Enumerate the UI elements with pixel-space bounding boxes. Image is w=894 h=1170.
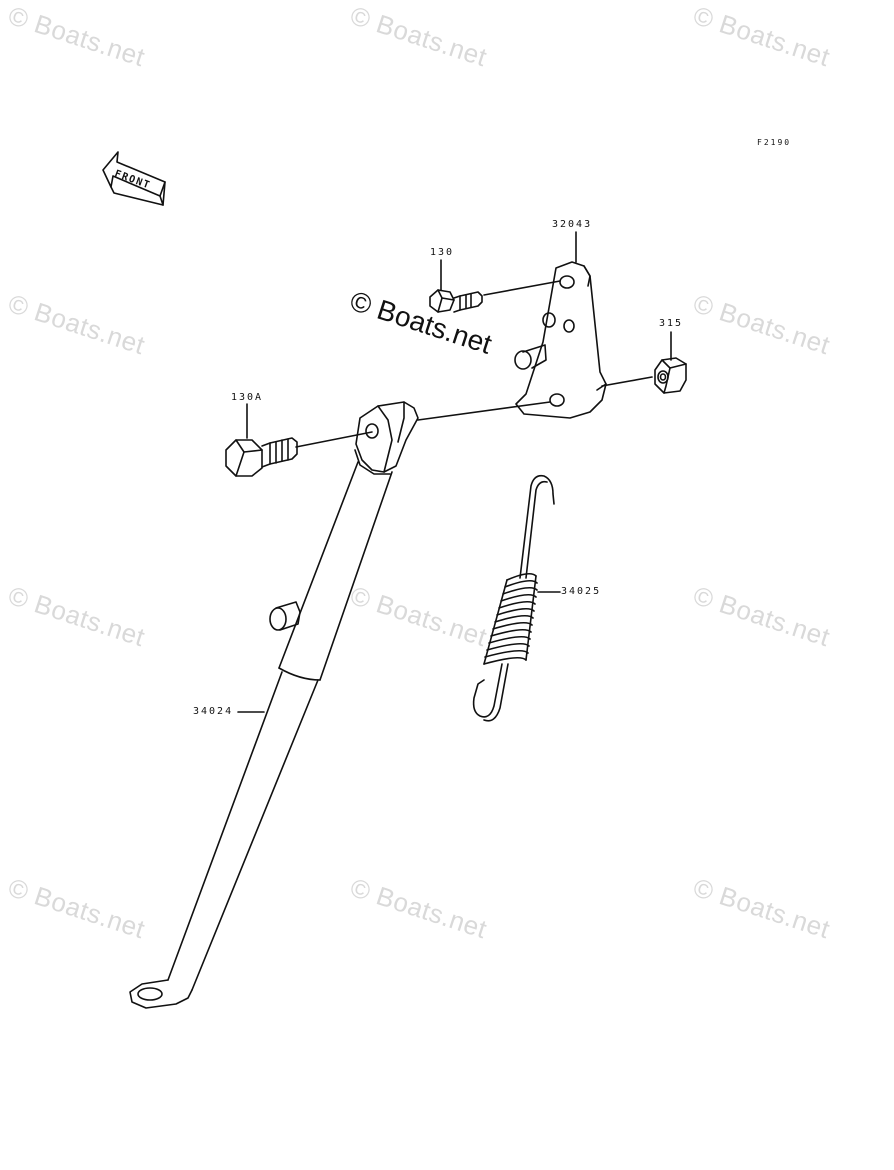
part-number-label: 32043 [552, 219, 593, 230]
part-number-label: 34025 [561, 586, 602, 597]
part-number-label: 130A [231, 392, 264, 403]
front-label: FRONT [113, 168, 152, 191]
bolt-130[interactable] [429, 289, 483, 313]
front-arrow-icon: FRONT [102, 151, 166, 206]
spring-34025[interactable] [472, 474, 555, 722]
bolt-130a[interactable] [225, 437, 298, 477]
side-stand-34024[interactable] [129, 401, 419, 1009]
part-number-label: 130 [430, 247, 455, 258]
part-number-label: 315 [659, 318, 684, 329]
bracket-32043[interactable] [514, 261, 607, 419]
part-number-label: 34024 [193, 706, 234, 717]
nut-315[interactable] [654, 357, 687, 394]
figure-code: F2190 [757, 138, 792, 147]
